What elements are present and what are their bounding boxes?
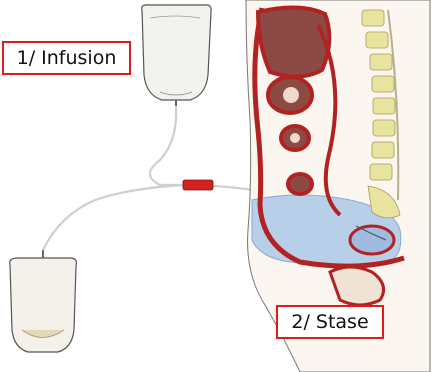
catheter-connector [183, 180, 213, 190]
infusion-label: 1/ Infusion [2, 41, 131, 75]
drainage-bag [10, 250, 77, 352]
infusion-bag [142, 5, 211, 106]
stase-label: 2/ Stase [276, 305, 384, 339]
